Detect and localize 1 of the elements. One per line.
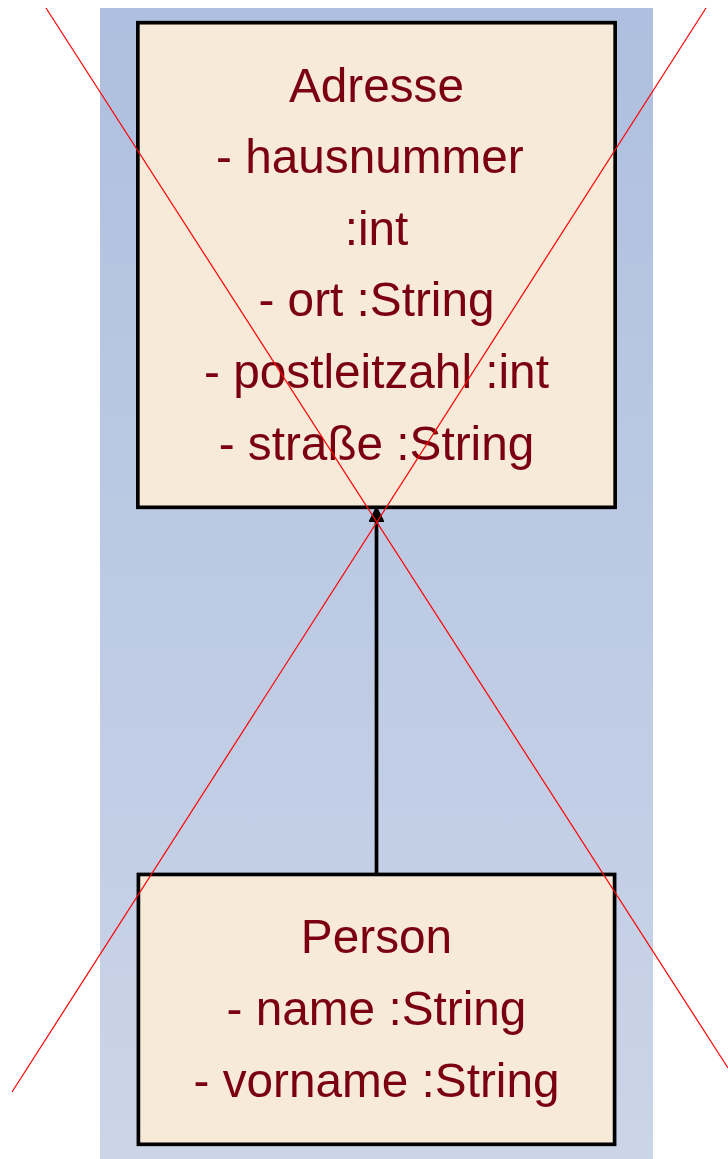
node-box: Person - name :String - vorname :String: [136, 872, 617, 1147]
